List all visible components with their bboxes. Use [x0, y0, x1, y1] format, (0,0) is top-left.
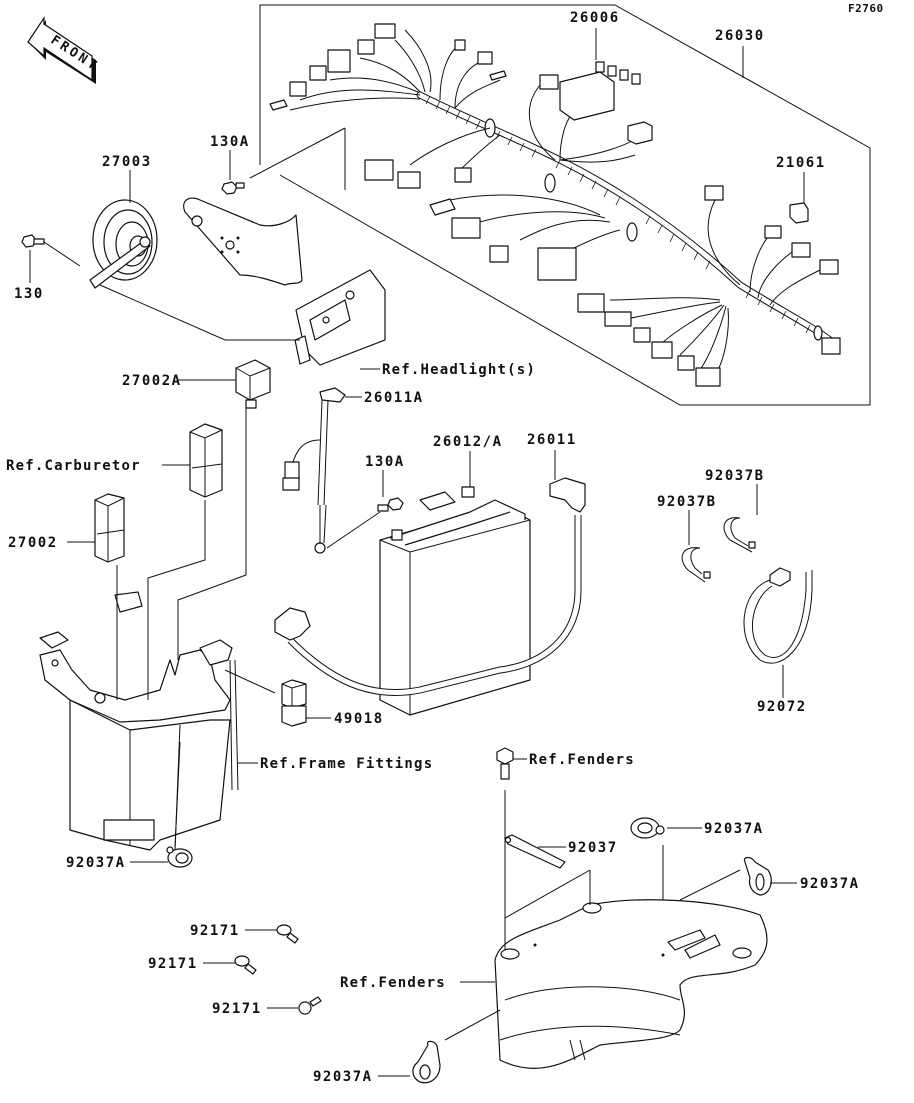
callout-92037B-upper: 92037B	[705, 468, 765, 484]
clamp-92037A-left	[166, 846, 193, 868]
harness-outline	[249, 4, 871, 406]
callout-92037: 92037	[568, 840, 618, 856]
plate-92037	[504, 834, 566, 869]
band-92037B-1	[681, 547, 711, 583]
leader	[147, 500, 206, 700]
clamp-92037A-bottom	[412, 1009, 501, 1084]
relay-49018	[281, 679, 307, 727]
callout-92037A-bottom: 92037A	[313, 1069, 373, 1085]
band-92037B-2	[723, 517, 756, 553]
clamp-92037A-1	[630, 817, 665, 945]
callout-26012-A: 26012/A	[433, 434, 503, 450]
ref-carburetor-label: Ref.Carburetor	[6, 458, 141, 474]
clamp-92037A-2	[679, 856, 772, 901]
callout-26011A: 26011A	[364, 390, 424, 406]
callout-92171-2: 92171	[148, 956, 198, 972]
clip-92171-2	[234, 955, 257, 975]
positive-cable-26011	[274, 477, 586, 697]
ref-headlight-label: Ref.Headlight(s)	[382, 362, 536, 378]
callout-92037A-right-lower: 92037A	[800, 876, 860, 892]
battery	[379, 486, 531, 716]
horn-part	[89, 199, 158, 289]
leader	[177, 408, 247, 660]
wiring-harness	[269, 23, 841, 387]
leader-lines	[29, 28, 805, 1077]
battery-tray	[39, 591, 239, 851]
callout-26011: 26011	[527, 432, 577, 448]
callout-21061: 21061	[776, 155, 826, 171]
callout-92171-3: 92171	[212, 1001, 262, 1017]
callout-130A-mid: 130A	[365, 454, 405, 470]
clip-92171-3	[298, 996, 322, 1015]
callout-49018: 49018	[334, 711, 384, 727]
callout-130A-top: 130A	[210, 134, 250, 150]
ref-fenders-bottom-label: Ref.Fenders	[340, 975, 446, 991]
callout-92037A-left: 92037A	[66, 855, 126, 871]
clip-92171-1	[276, 924, 299, 944]
callout-26030: 26030	[715, 28, 765, 44]
bolt-130	[21, 234, 81, 267]
headlight-bracket	[99, 197, 386, 366]
figure-id: F2760	[848, 2, 884, 15]
cable-tie-92072	[743, 567, 813, 664]
callout-27002A: 27002A	[122, 373, 182, 389]
fender-bolt	[496, 747, 514, 865]
ref-fenders-top-label: Ref.Fenders	[529, 752, 635, 768]
callout-92072: 92072	[757, 699, 807, 715]
callout-130: 130	[14, 286, 44, 302]
carburetor-relay	[189, 423, 223, 498]
relay-27002	[94, 493, 125, 563]
relay-27002A	[235, 359, 271, 409]
ref-frame-fittings-label: Ref.Frame Fittings	[260, 756, 433, 772]
bolt-130A-top	[221, 181, 245, 195]
leader	[174, 741, 181, 849]
callout-92171-1: 92171	[190, 923, 240, 939]
callout-92037A-right-upper: 92037A	[704, 821, 764, 837]
ground-cable-26011A	[282, 387, 381, 554]
callout-92037B-lower: 92037B	[657, 494, 717, 510]
leader	[224, 669, 276, 694]
callout-26006: 26006	[570, 10, 620, 26]
front-arrow-icon: FRONT	[27, 16, 101, 84]
callout-27002: 27002	[8, 535, 58, 551]
callout-27003: 27003	[102, 154, 152, 170]
rear-fender	[494, 865, 768, 1069]
bolt-130A-mid	[377, 497, 404, 512]
